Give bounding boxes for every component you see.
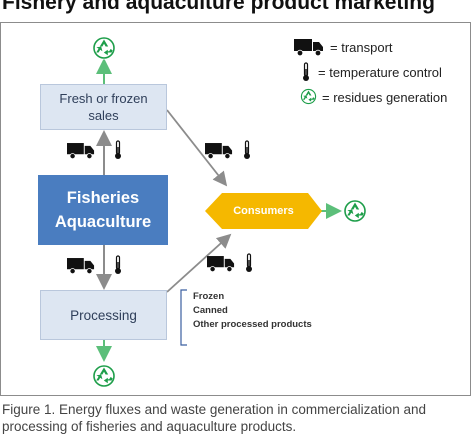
recycle-icon — [343, 199, 367, 223]
truck-icon — [67, 142, 95, 159]
thermometer-icon — [245, 253, 253, 273]
caption-line-2: processing of fisheries and aquaculture … — [2, 419, 297, 434]
recycle-icon — [92, 36, 116, 60]
product-item: Other processed products — [193, 319, 312, 330]
products-bracket — [180, 289, 187, 346]
diagram-frame — [0, 22, 471, 396]
caption-line-1: Figure 1. Energy fluxes and waste genera… — [2, 402, 426, 417]
arrow-fresh-to-consumers — [166, 109, 228, 187]
fisheries-line-2: Aquaculture — [54, 213, 152, 231]
fresh-sales-line-2: sales — [88, 108, 119, 123]
fresh-sales-line-1: Fresh or frozen — [59, 91, 148, 106]
figure-title: Fishery and aquaculture product marketin… — [2, 0, 435, 14]
recycle-icon — [92, 364, 116, 388]
truck-icon — [67, 257, 95, 274]
consumers-shape — [205, 193, 322, 229]
thermometer-icon — [302, 62, 310, 82]
truck-icon — [205, 142, 233, 159]
arrow-processing-to-consumers — [166, 233, 232, 293]
legend-temperature-label: = temperature control — [318, 65, 442, 80]
product-item: Frozen — [193, 291, 225, 302]
thermometer-icon — [114, 140, 122, 160]
processing-label: Processing — [70, 307, 137, 323]
thermometer-icon — [114, 255, 122, 275]
fisheries-line-1: Fisheries — [66, 189, 140, 207]
truck-icon — [207, 255, 235, 272]
processing-box: Processing — [40, 290, 167, 340]
recycle-icon — [300, 88, 317, 105]
figure-caption: Figure 1. Energy fluxes and waste genera… — [2, 401, 472, 435]
legend-transport-label: = transport — [330, 40, 393, 55]
fisheries-aquaculture-box: Fisheries Aquaculture — [38, 175, 168, 245]
truck-icon — [294, 38, 324, 56]
fresh-frozen-sales-box: Fresh or frozen sales — [40, 84, 167, 130]
product-item: Canned — [193, 305, 228, 316]
thermometer-icon — [243, 140, 251, 160]
consumers-label: Consumers — [233, 205, 294, 217]
processed-products-list: Frozen Canned Other processed products — [193, 290, 312, 332]
legend-residues-label: = residues generation — [322, 90, 448, 105]
